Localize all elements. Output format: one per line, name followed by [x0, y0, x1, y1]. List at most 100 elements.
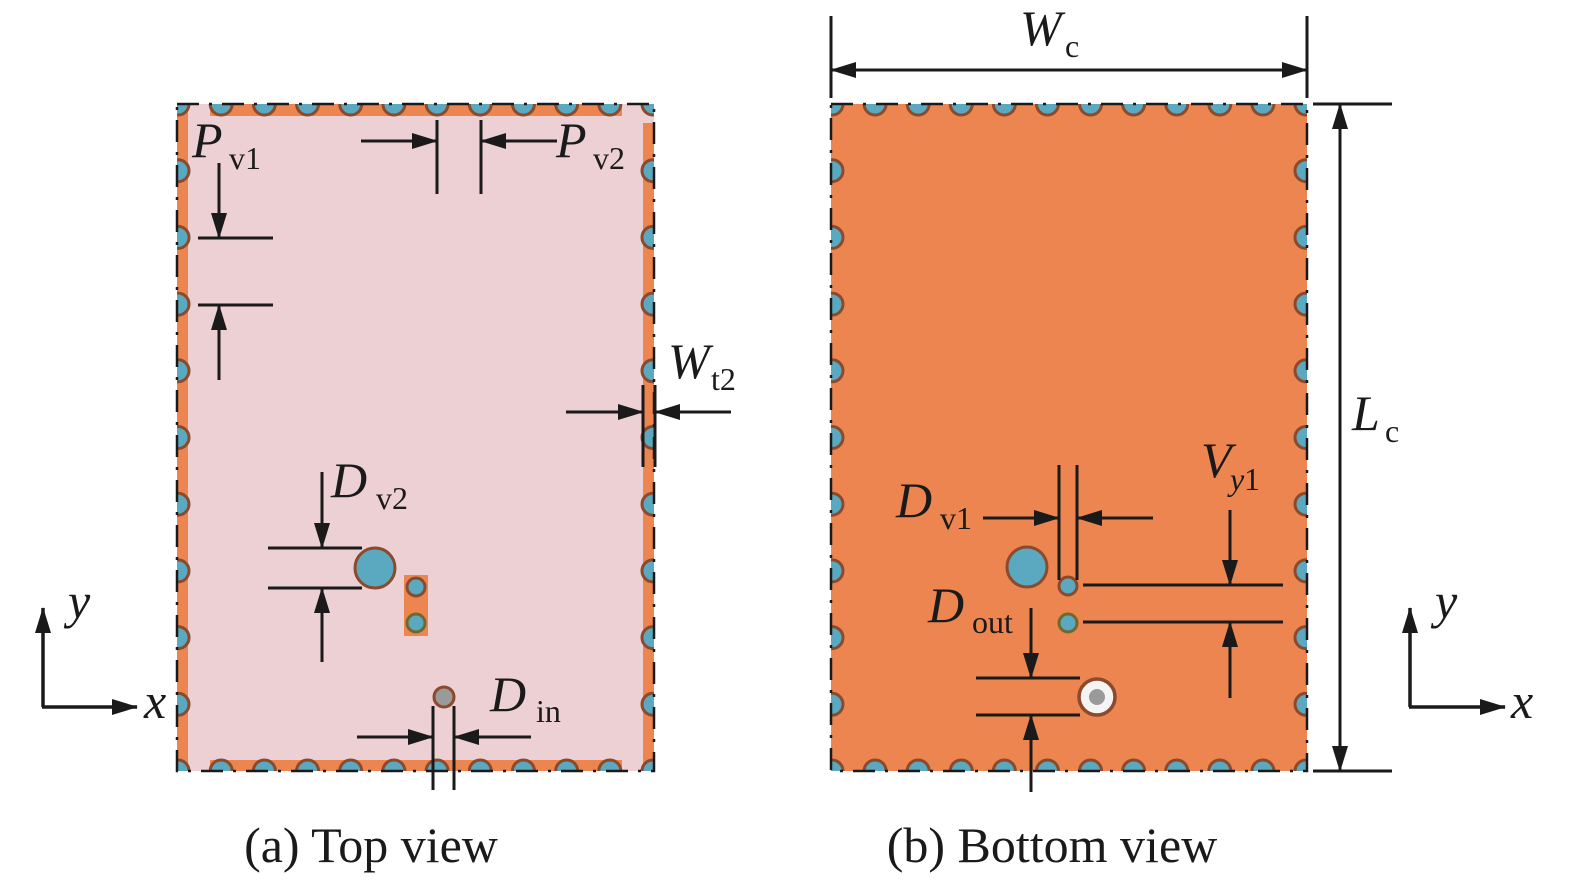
top-view-axes: y x [35, 573, 166, 729]
edge-via [1293, 104, 1307, 117]
pv1-label-sub: v1 [229, 140, 261, 176]
edge-via [424, 104, 450, 117]
edge-via [381, 104, 407, 117]
edge-via [177, 104, 191, 117]
pad-via-upper [405, 576, 427, 598]
edge-via [597, 104, 623, 117]
coax-connector [1077, 677, 1117, 717]
wt2-label-main: W [668, 333, 714, 389]
vy1-label-sub-italic: y [1227, 461, 1245, 497]
x-axis-label: x [143, 673, 166, 729]
dv1-label-main: D [895, 472, 932, 528]
top-edge-vias [177, 104, 654, 771]
dimension-dv2: D v2 [268, 452, 408, 662]
lc-label-sub: c [1385, 413, 1399, 449]
dimension-wt2: W t2 [566, 333, 736, 467]
edge-via [338, 104, 364, 117]
dimension-pv2: P v2 [361, 112, 625, 194]
edge-via [510, 758, 536, 771]
edge-via [1207, 104, 1233, 117]
copper-strip-bottom [210, 760, 622, 771]
dout-label-main: D [927, 577, 964, 633]
pv1-label-main: P [191, 112, 223, 168]
edge-via [1250, 104, 1276, 117]
edge-via [640, 104, 654, 117]
edge-via [1164, 758, 1190, 771]
large-via [353, 546, 397, 590]
large-via [1005, 545, 1049, 589]
bottom-view-axes: y x [1402, 573, 1533, 729]
edge-via [467, 758, 493, 771]
edge-via [1207, 758, 1233, 771]
wt2-label-sub: t2 [711, 361, 736, 397]
edge-via [1164, 104, 1190, 117]
edge-via [862, 104, 888, 117]
edge-via [295, 104, 321, 117]
edge-via [1121, 758, 1147, 771]
vy1-label-main: V [1201, 432, 1237, 488]
top-view-panel: P v1 P v2 W t2 D v2 [35, 102, 736, 873]
x-axis-label: x [1510, 673, 1533, 729]
edge-via [1078, 758, 1104, 771]
edge-via [597, 758, 623, 771]
edge-via [208, 104, 234, 117]
edge-via [1078, 104, 1104, 117]
edge-via [251, 104, 277, 117]
bottom-ground-plane [831, 104, 1307, 771]
edge-via [991, 758, 1017, 771]
dimension-pv1: P v1 [191, 112, 273, 380]
edge-via [1034, 104, 1060, 117]
edge-via [991, 104, 1017, 117]
edge-via [948, 758, 974, 771]
din-label-sub: in [536, 693, 561, 729]
din-label-main: D [489, 666, 526, 722]
dv2-label-sub: v2 [376, 480, 408, 516]
dimension-wc: W c [829, 0, 1309, 98]
small-via-lower [1057, 612, 1079, 634]
top-substrate [177, 104, 654, 771]
vy1-label-sub: 1 [1244, 461, 1260, 497]
lc-label-main: L [1351, 385, 1380, 441]
edge-via [554, 758, 580, 771]
edge-via [554, 104, 580, 117]
bottom-edge-vias [831, 104, 1307, 771]
edge-via [862, 758, 888, 771]
wc-label-sub: c [1065, 28, 1079, 64]
edge-via [510, 104, 536, 117]
pad-via-lower [405, 612, 427, 634]
edge-via [381, 758, 407, 771]
bottom-board-outline [829, 102, 1309, 773]
pv2-label-sub: v2 [593, 140, 625, 176]
edge-via [905, 758, 931, 771]
caption-top-view: (a) Top view [244, 817, 498, 873]
dimension-dout: D out [927, 577, 1080, 792]
edge-via [208, 758, 234, 771]
edge-via [831, 104, 845, 117]
dimension-din: D in [357, 666, 561, 790]
dimension-vy1: V y 1 [1083, 432, 1283, 698]
bottom-view-panel: W c L c D v1 V y 1 [829, 0, 1533, 873]
y-axis-label: y [1430, 573, 1458, 629]
wc-label-main: W [1020, 0, 1066, 56]
dv1-label-sub: v1 [940, 500, 972, 536]
edge-via [338, 758, 364, 771]
dv2-label-main: D [330, 452, 367, 508]
edge-via [1121, 104, 1147, 117]
edge-via [1250, 758, 1276, 771]
dimension-dv1: D v1 [895, 465, 1153, 580]
coax-inner-pin [1089, 689, 1105, 705]
y-axis-label: y [63, 573, 91, 629]
feed-probe [432, 685, 456, 709]
dout-label-sub: out [972, 604, 1013, 640]
pv2-label-main: P [555, 112, 587, 168]
edge-via [948, 104, 974, 117]
edge-via [905, 104, 931, 117]
edge-via [1034, 758, 1060, 771]
edge-via [251, 758, 277, 771]
caption-bottom-view: (b) Bottom view [887, 817, 1218, 873]
edge-via [467, 104, 493, 117]
small-via-upper [1057, 575, 1079, 597]
edge-via [295, 758, 321, 771]
dimension-lc: L c [1313, 102, 1399, 773]
